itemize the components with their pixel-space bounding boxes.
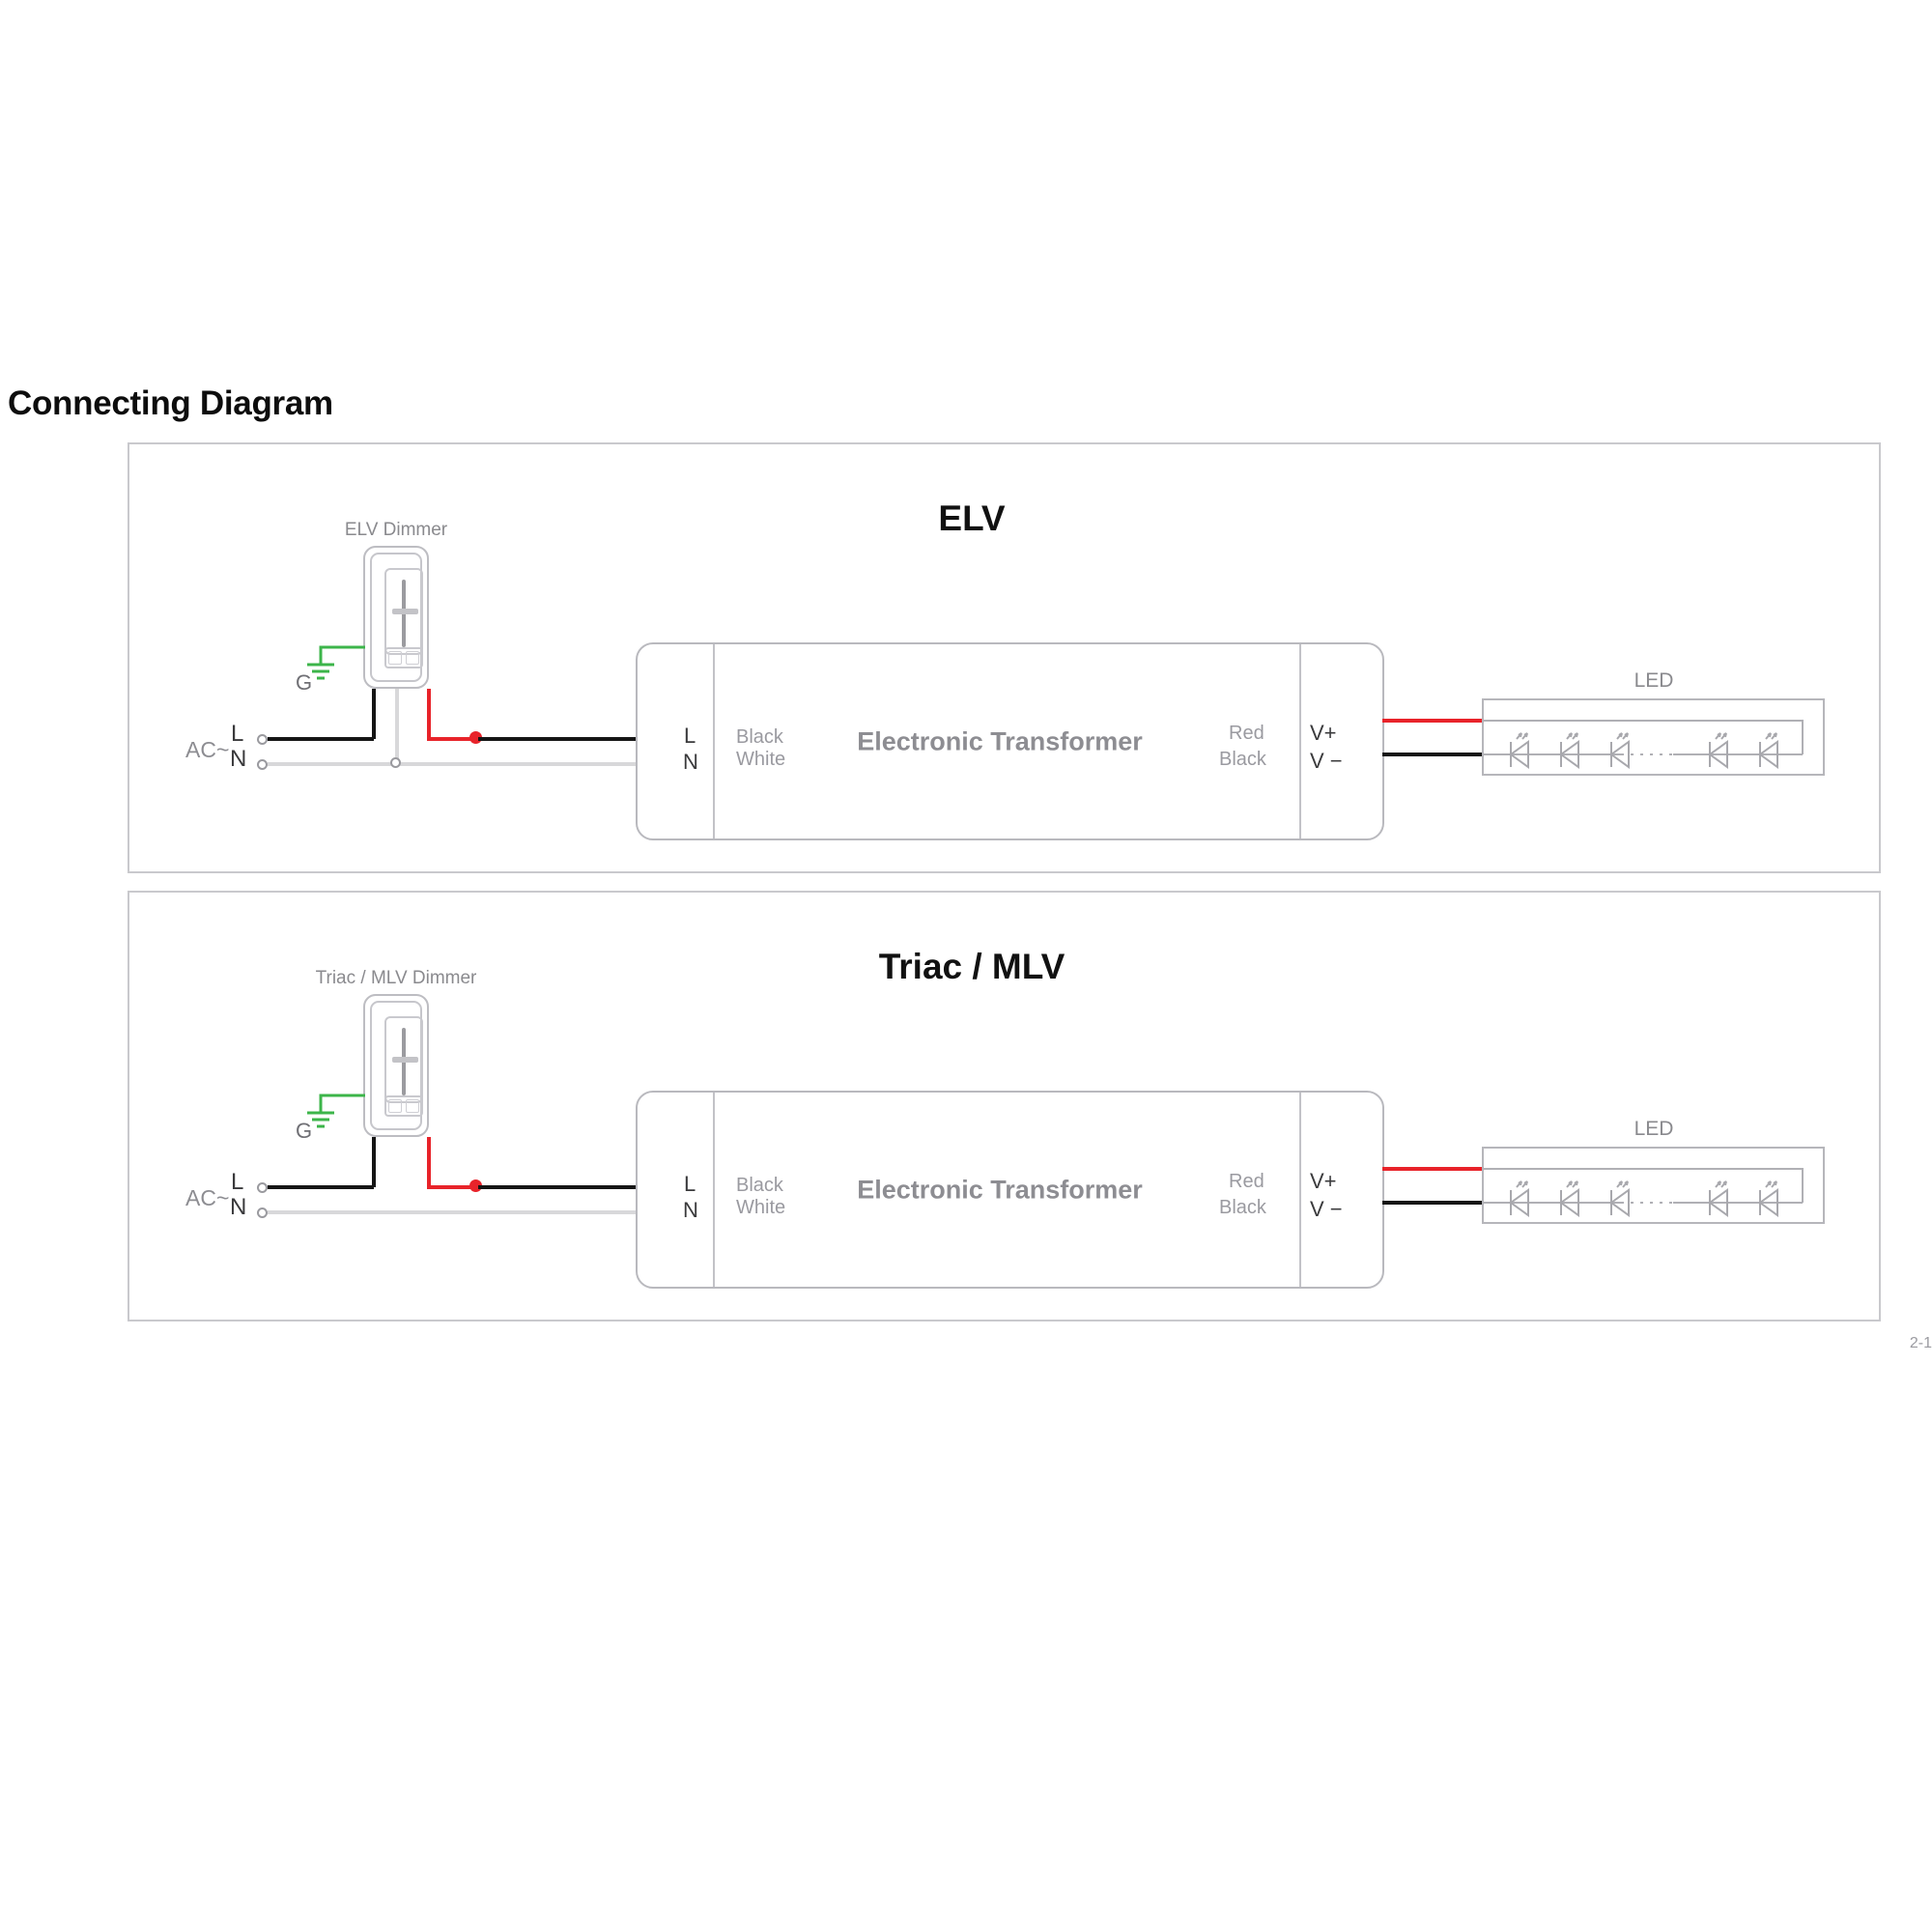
dimmer-rocker-left[interactable] xyxy=(388,651,402,665)
dimmer-faceplate xyxy=(370,1001,423,1130)
led-strip-elv xyxy=(1482,698,1825,776)
transformer-input-wire-white-elv: White xyxy=(736,749,786,770)
transformer-terminal-vminus-triac: V − xyxy=(1310,1197,1343,1221)
wire-red-run-elv xyxy=(427,737,475,741)
dimmer-slider-well[interactable] xyxy=(384,1016,423,1103)
transformer-title-triac: Electronic Transformer xyxy=(857,1175,1143,1205)
transformer-input-wire-black-triac: Black xyxy=(736,1175,783,1196)
led-label-elv: LED xyxy=(1634,669,1674,692)
led-strip-schematic-elv xyxy=(1484,720,1804,769)
page-number-note: 2-1 xyxy=(1909,1335,1932,1351)
transformer-input-wire-black-elv: Black xyxy=(736,726,783,748)
transformer-elv xyxy=(636,642,1384,840)
wire-line-black-triac xyxy=(268,1185,374,1189)
dimmer-switch-triac[interactable] xyxy=(363,994,429,1137)
transformer-output-wire-red-triac: Red xyxy=(1229,1171,1264,1192)
transformer-triac xyxy=(636,1091,1384,1289)
neutral-label-triac: N xyxy=(230,1194,247,1220)
wire-vminus-black-triac xyxy=(1382,1201,1484,1205)
dimmer-rocker-right[interactable] xyxy=(406,1099,419,1113)
dimmer-rocker-right[interactable] xyxy=(406,651,419,665)
transformer-input-divider-triac xyxy=(713,1093,715,1287)
wire-dimmer-neutral-elv xyxy=(395,689,399,764)
supply-terminal-n-triac xyxy=(257,1208,268,1218)
supply-terminal-l-triac xyxy=(257,1182,268,1193)
neutral-junction-elv xyxy=(390,757,401,768)
transformer-terminal-n-triac: N xyxy=(683,1198,698,1222)
supply-terminal-n-elv xyxy=(257,759,268,770)
transformer-terminal-vplus-elv: V+ xyxy=(1310,721,1337,745)
ground-label-elv: G xyxy=(296,670,313,695)
transformer-output-divider-elv xyxy=(1299,644,1301,838)
supply-terminal-l-elv xyxy=(257,734,268,745)
dimmer-switch-elv[interactable] xyxy=(363,546,429,689)
dimmer-slider-knob[interactable] xyxy=(392,609,418,614)
led-strip-triac xyxy=(1482,1147,1825,1224)
dimmer-faceplate xyxy=(370,553,423,682)
wire-dimmer-out-red-elv xyxy=(427,689,431,739)
led-strip-schematic-triac xyxy=(1484,1168,1804,1217)
ac-label-triac: AC~ xyxy=(185,1185,230,1210)
led-label-triac: LED xyxy=(1634,1118,1674,1140)
dimmer-rocker-left[interactable] xyxy=(388,1099,402,1113)
ground-label-triac: G xyxy=(296,1119,313,1143)
dimmer-rocker-switch[interactable] xyxy=(384,647,423,668)
transformer-output-divider-triac xyxy=(1299,1093,1301,1287)
ground-symbol-triac xyxy=(307,1094,365,1128)
wire-neutral-white-elv xyxy=(268,762,638,766)
panel-title-elv: ELV xyxy=(938,498,1006,538)
ac-label-elv: AC~ xyxy=(185,737,230,762)
wire-vminus-black-elv xyxy=(1382,753,1484,756)
dimmer-rocker-switch[interactable] xyxy=(384,1095,423,1117)
wire-line-up-to-dimmer-triac xyxy=(372,1137,376,1187)
wire-vplus-red-elv xyxy=(1382,719,1484,723)
transformer-terminal-l-triac: L xyxy=(684,1172,696,1196)
transformer-terminal-vplus-triac: V+ xyxy=(1310,1169,1337,1193)
transformer-output-wire-black-triac: Black xyxy=(1219,1197,1266,1218)
wire-neutral-white-triac xyxy=(268,1210,638,1214)
wire-black-to-transformer-elv xyxy=(478,737,638,741)
dimmer-slider-well[interactable] xyxy=(384,568,423,655)
transformer-terminal-n-elv: N xyxy=(683,750,698,774)
panel-title-triac: Triac / MLV xyxy=(878,947,1065,986)
dimmer-label-elv: ELV Dimmer xyxy=(344,520,448,540)
transformer-input-wire-white-triac: White xyxy=(736,1197,786,1218)
wire-red-run-triac xyxy=(427,1185,475,1189)
wire-line-black-elv xyxy=(268,737,374,741)
line-label-elv: L xyxy=(231,721,244,747)
wire-line-up-to-dimmer-elv xyxy=(372,689,376,739)
dimmer-label-triac: Triac / MLV Dimmer xyxy=(315,968,477,988)
transformer-input-divider-elv xyxy=(713,644,715,838)
wire-dimmer-out-red-triac xyxy=(427,1137,431,1187)
page-title: Connecting Diagram xyxy=(8,384,333,422)
wire-black-to-transformer-triac xyxy=(478,1185,638,1189)
wire-vplus-red-triac xyxy=(1382,1167,1484,1171)
transformer-terminal-vminus-elv: V − xyxy=(1310,749,1343,773)
transformer-output-wire-black-elv: Black xyxy=(1219,749,1266,770)
transformer-title-elv: Electronic Transformer xyxy=(857,726,1143,756)
transformer-terminal-l-elv: L xyxy=(684,724,696,748)
transformer-output-wire-red-elv: Red xyxy=(1229,723,1264,744)
ground-symbol-elv xyxy=(307,645,365,680)
dimmer-slider-knob[interactable] xyxy=(392,1057,418,1063)
neutral-label-elv: N xyxy=(230,746,247,772)
line-label-triac: L xyxy=(231,1169,244,1195)
